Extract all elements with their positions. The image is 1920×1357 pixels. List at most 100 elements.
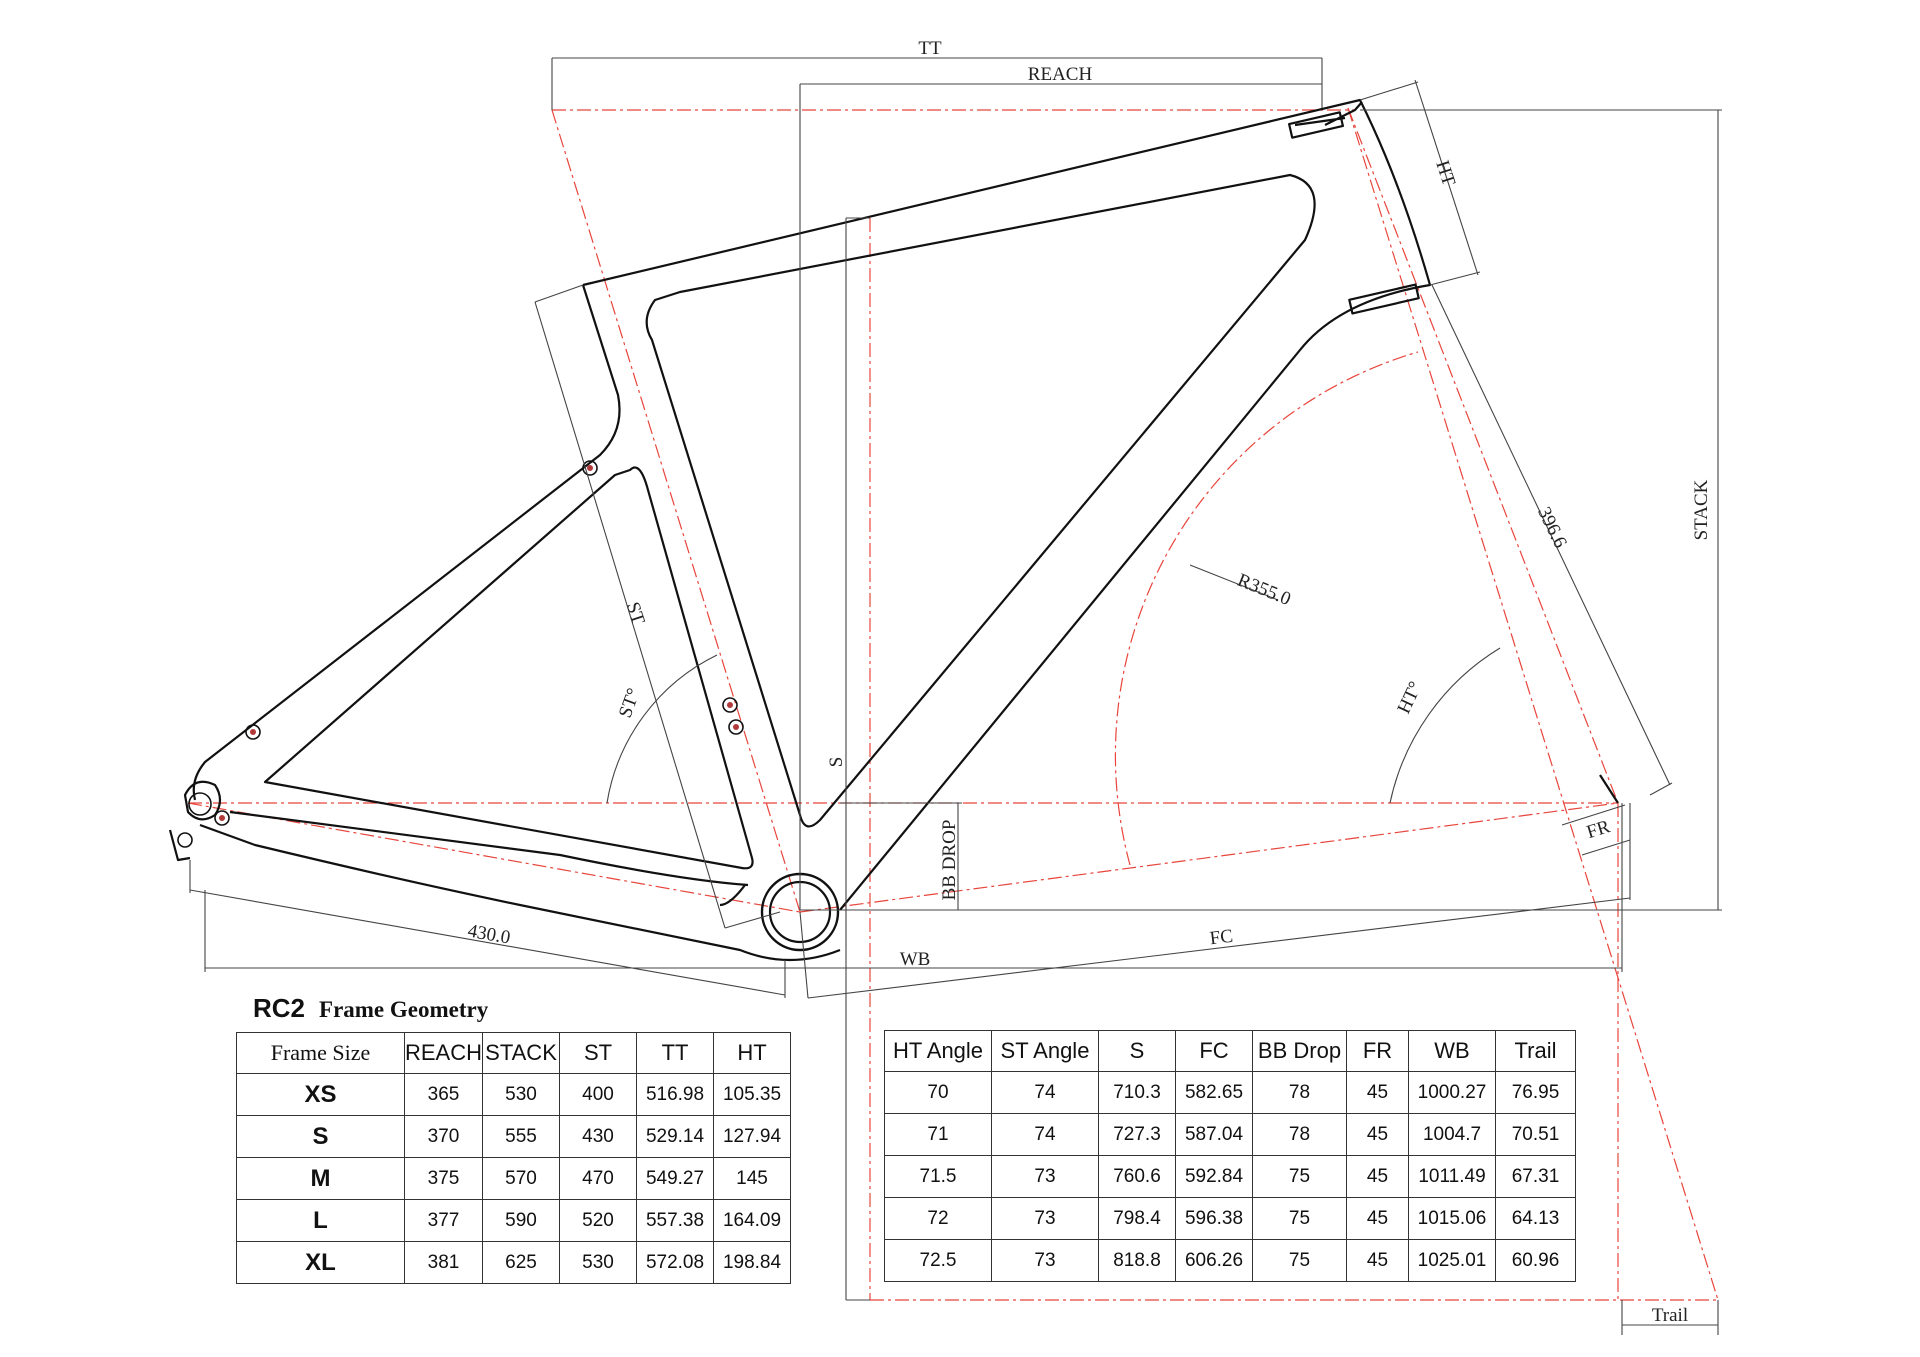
table-row: 70 74 710.3 582.65 78 45 1000.27 76.95 [884, 1071, 1576, 1114]
header-bb-drop: BB Drop [1252, 1030, 1347, 1072]
table-row: S 370 555 430 529.14 127.94 [236, 1115, 792, 1158]
header-st: ST [559, 1032, 638, 1074]
cell-size: XS [236, 1073, 405, 1116]
cell-stack: 625 [482, 1241, 561, 1284]
cell-wb: 1025.01 [1408, 1239, 1496, 1282]
cell-s: 760.6 [1098, 1155, 1176, 1198]
cell-tt: 572.08 [636, 1241, 715, 1284]
cell-size: M [236, 1157, 405, 1200]
label-fork-length: 396.6 [1533, 504, 1571, 552]
label-ht-angle: HT° [1394, 678, 1427, 717]
cell-st: 400 [559, 1073, 638, 1116]
cell-ht: 145 [713, 1157, 792, 1200]
label-st-angle: ST° [615, 686, 645, 721]
label-reach: REACH [1028, 64, 1093, 85]
header-wb: WB [1408, 1030, 1496, 1072]
cell-bb-drop: 75 [1252, 1197, 1347, 1240]
label-tt: TT [918, 38, 942, 59]
table-row: M 375 570 470 549.27 145 [236, 1157, 792, 1200]
cell-st: 520 [559, 1199, 638, 1242]
cell-bb-drop: 78 [1252, 1113, 1347, 1156]
cell-tt: 549.27 [636, 1157, 715, 1200]
cell-st-angle: 74 [991, 1113, 1099, 1156]
cell-trail: 70.51 [1495, 1113, 1576, 1156]
label-fr: FR [1584, 816, 1613, 843]
header-s: S [1098, 1030, 1176, 1072]
label-trail: Trail [1652, 1305, 1688, 1326]
label-fc: FC [1209, 926, 1235, 950]
frame-outline [168, 98, 1619, 962]
model-name: RC2 [253, 993, 306, 1023]
cell-reach: 381 [403, 1241, 484, 1284]
cell-bb-drop: 75 [1252, 1239, 1347, 1282]
header-stack: STACK [482, 1032, 561, 1074]
cell-trail: 76.95 [1495, 1071, 1576, 1114]
table-header-row: HT Angle ST Angle S FC BB Drop FR WB Tra… [884, 1030, 1576, 1072]
construction-lines [187, 107, 1719, 1301]
cell-size: XL [236, 1241, 405, 1284]
cell-bb-drop: 78 [1252, 1071, 1347, 1114]
cell-tt: 557.38 [636, 1199, 715, 1242]
header-fc: FC [1175, 1030, 1253, 1072]
cell-ht: 127.94 [713, 1115, 792, 1158]
header-trail: Trail [1495, 1030, 1576, 1072]
cell-st: 530 [559, 1241, 638, 1284]
cell-ht-angle: 72.5 [884, 1239, 992, 1282]
cell-stack: 570 [482, 1157, 561, 1200]
cell-size: S [236, 1115, 405, 1158]
cell-trail: 64.13 [1495, 1197, 1576, 1240]
header-frame-size: Frame Size [236, 1032, 405, 1074]
cell-st-angle: 73 [991, 1155, 1099, 1198]
table-header-row: Frame Size REACH STACK ST TT HT [236, 1032, 792, 1074]
cell-fr: 45 [1346, 1113, 1409, 1156]
cell-size: L [236, 1199, 405, 1242]
label-chainstay: 430.0 [466, 921, 512, 949]
cell-wb: 1015.06 [1408, 1197, 1496, 1240]
cell-reach: 365 [403, 1073, 484, 1116]
cell-fc: 587.04 [1175, 1113, 1253, 1156]
cell-wb: 1004.7 [1408, 1113, 1496, 1156]
cell-stack: 555 [482, 1115, 561, 1158]
cell-stack: 590 [482, 1199, 561, 1242]
cell-fr: 45 [1346, 1071, 1409, 1114]
label-ht: HT [1431, 158, 1459, 189]
label-stack: STACK [1691, 479, 1712, 540]
cell-ht-angle: 70 [884, 1071, 992, 1114]
label-st: ST [622, 600, 649, 628]
header-ht: HT [713, 1032, 792, 1074]
table-row: 71 74 727.3 587.04 78 45 1004.7 70.51 [884, 1113, 1576, 1156]
cell-ht-angle: 71.5 [884, 1155, 992, 1198]
cell-st-angle: 74 [991, 1071, 1099, 1114]
geometry-table-sizes: Frame Size REACH STACK ST TT HT XS 365 5… [236, 1032, 792, 1284]
table-row: L 377 590 520 557.38 164.09 [236, 1199, 792, 1242]
header-st-angle: ST Angle [991, 1030, 1099, 1072]
cell-fc: 592.84 [1175, 1155, 1253, 1198]
cell-ht-angle: 71 [884, 1113, 992, 1156]
cell-fc: 582.65 [1175, 1071, 1253, 1114]
cell-wb: 1011.49 [1408, 1155, 1496, 1198]
table-row: 71.5 73 760.6 592.84 75 45 1011.49 67.31 [884, 1155, 1576, 1198]
cell-trail: 60.96 [1495, 1239, 1576, 1282]
cell-st: 430 [559, 1115, 638, 1158]
cell-reach: 377 [403, 1199, 484, 1242]
cell-ht: 105.35 [713, 1073, 792, 1116]
cell-ht: 198.84 [713, 1241, 792, 1284]
cell-st-angle: 73 [991, 1239, 1099, 1282]
cell-fr: 45 [1346, 1239, 1409, 1282]
cell-s: 798.4 [1098, 1197, 1176, 1240]
cell-fc: 606.26 [1175, 1239, 1253, 1282]
cell-fr: 45 [1346, 1197, 1409, 1240]
table-row: XL 381 625 530 572.08 198.84 [236, 1241, 792, 1284]
dimension-lines [189, 57, 1722, 1335]
cell-reach: 375 [403, 1157, 484, 1200]
cell-st: 470 [559, 1157, 638, 1200]
cell-bb-drop: 75 [1252, 1155, 1347, 1198]
cell-st-angle: 73 [991, 1197, 1099, 1240]
header-fr: FR [1346, 1030, 1409, 1072]
header-tt: TT [636, 1032, 715, 1074]
cell-tt: 516.98 [636, 1073, 715, 1116]
header-reach: REACH [403, 1032, 484, 1074]
cell-wb: 1000.27 [1408, 1071, 1496, 1114]
label-wb: WB [900, 949, 931, 970]
